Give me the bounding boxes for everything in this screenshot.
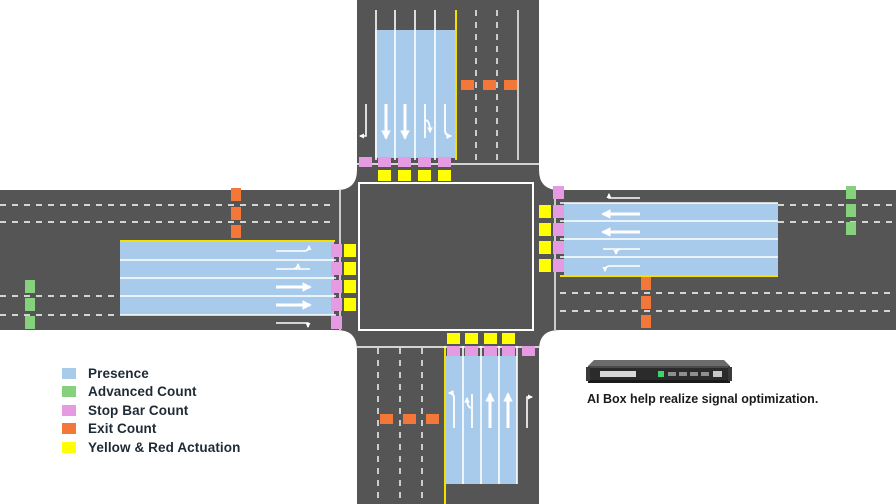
exit-count-zone <box>231 207 241 220</box>
yellow-red-actuation-zone <box>344 262 356 275</box>
yellow-red-actuation-zone <box>447 333 460 344</box>
legend-label: Stop Bar Count <box>88 402 189 418</box>
intersection-box <box>357 182 539 332</box>
legend-item-yellow-red-actuation: Yellow & Red Actuation <box>62 438 240 457</box>
yellow-red-actuation-zone <box>539 205 551 218</box>
stop-bar-count-zone <box>522 346 535 356</box>
stop-bar-count-zone <box>331 316 342 329</box>
advanced-count-zone <box>25 298 35 311</box>
right-turn-arrow-icon <box>358 104 367 139</box>
advanced-count-zone <box>846 186 856 199</box>
exit-count-zone <box>641 296 651 309</box>
exit-count-zone <box>231 188 241 201</box>
advanced-count-zone <box>846 204 856 217</box>
presence-swatch <box>62 367 76 379</box>
stop-bar-count-zone <box>502 346 515 356</box>
yellow-red-actuation-zone <box>418 170 431 181</box>
right-turn-arrow-icon <box>526 394 534 428</box>
yellow-red-actuation-zone <box>484 333 497 344</box>
advanced-count-swatch <box>62 386 76 398</box>
stop-bar-count-zone <box>553 241 564 254</box>
yellow-red-actuation-zone <box>438 170 451 181</box>
straight-left-arrow-icon <box>467 394 473 428</box>
stop-bar-count-zone <box>465 346 478 356</box>
left-turn-arrow-icon <box>602 265 640 273</box>
stop-bar-count-zone <box>418 157 431 167</box>
exit-count-zone <box>426 414 439 424</box>
stop-bar-count-zone <box>331 298 342 311</box>
yellow-red-actuation-zone <box>378 170 391 181</box>
stop-bar-count-zone <box>398 157 411 167</box>
yellow-red-actuation-zone <box>344 298 356 311</box>
exit-count-zone <box>641 315 651 328</box>
stop-bar-count-zone <box>359 157 372 167</box>
stop-bar-count-zone <box>438 157 451 167</box>
yellow-red-actuation-zone <box>539 259 551 272</box>
legend-label: Presence <box>88 365 149 381</box>
yellow-red-actuation-zone <box>539 241 551 254</box>
stop-bar-count-zone <box>331 244 342 257</box>
left-turn-arrow-icon <box>444 104 453 139</box>
stop-bar-count-zone <box>553 223 564 236</box>
exit-count-zone <box>504 80 517 90</box>
intersection-stopline-box <box>358 182 534 331</box>
legend-item-exit-count: Exit Count <box>62 420 240 439</box>
yellow-red-actuation-zone <box>465 333 478 344</box>
yellow-red-actuation-zone <box>344 244 356 257</box>
legend: Presence Advanced Count Stop Bar Count E… <box>62 364 240 457</box>
stop-bar-count-zone <box>378 157 391 167</box>
rack-server-icon <box>586 360 732 383</box>
left-turn-arrow-icon <box>447 390 455 428</box>
straight-left-arrow-icon <box>424 104 430 138</box>
stop-bar-count-zone <box>331 262 342 275</box>
stop-bar-count-zone <box>447 346 460 356</box>
exit-count-zone <box>231 225 241 238</box>
stop-bar-count-zone <box>553 205 564 218</box>
legend-label: Exit Count <box>88 421 157 437</box>
exit-count-zone <box>641 277 651 290</box>
advanced-count-zone <box>25 316 35 329</box>
yellow-red-actuation-swatch <box>62 441 76 453</box>
legend-label: Advanced Count <box>88 384 197 400</box>
exit-count-zone <box>403 414 416 424</box>
exit-count-zone <box>461 80 474 90</box>
yellow-red-actuation-zone <box>344 280 356 293</box>
straight-left-arrow-icon <box>276 264 310 270</box>
left-turn-arrow-icon <box>276 244 312 252</box>
exit-count-zone <box>380 414 393 424</box>
ai-box-caption: AI Box help realize signal optimization. <box>587 392 819 406</box>
right-turn-arrow-icon <box>276 322 311 329</box>
yellow-red-actuation-zone <box>539 223 551 236</box>
exit-count-swatch <box>62 423 76 435</box>
right-turn-arrow-icon <box>606 192 640 199</box>
exit-count-zone <box>483 80 496 90</box>
stop-bar-count-zone <box>553 186 564 199</box>
stop-bar-count-swatch <box>62 404 76 416</box>
legend-item-presence: Presence <box>62 364 240 383</box>
legend-label: Yellow & Red Actuation <box>88 439 241 455</box>
yellow-red-actuation-zone <box>502 333 515 344</box>
stop-bar-count-zone <box>484 346 497 356</box>
advanced-count-zone <box>25 280 35 293</box>
straight-left-arrow-icon <box>603 248 640 254</box>
stop-bar-count-zone <box>331 280 342 293</box>
stop-bar-count-zone <box>553 259 564 272</box>
legend-item-stop-bar-count: Stop Bar Count <box>62 401 240 420</box>
legend-item-advanced-count: Advanced Count <box>62 383 240 402</box>
yellow-red-actuation-zone <box>398 170 411 181</box>
advanced-count-zone <box>846 222 856 235</box>
